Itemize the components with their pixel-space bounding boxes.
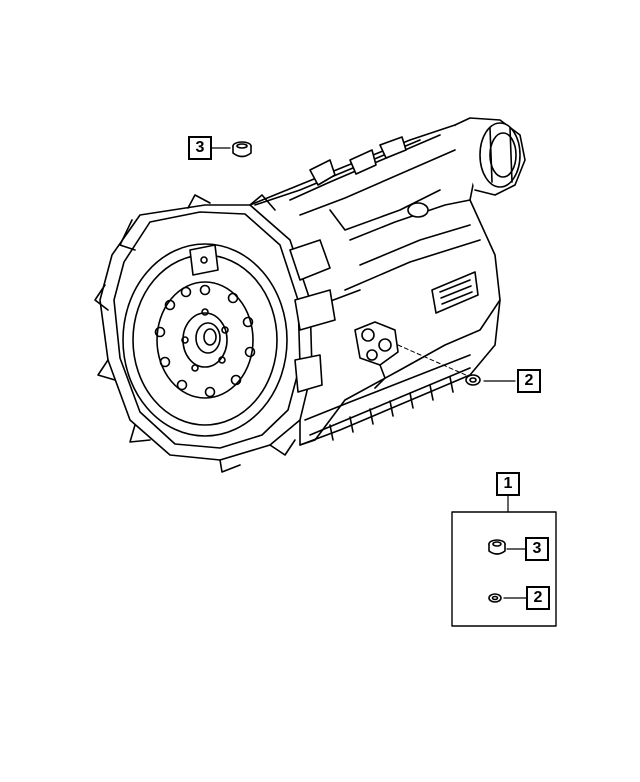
callout-3-top: 3 bbox=[188, 136, 212, 160]
transmission-illustration bbox=[94, 117, 526, 473]
callout-2-kit: 2 bbox=[526, 586, 550, 610]
leader-dashed bbox=[397, 344, 469, 377]
plug-washer-right bbox=[465, 374, 481, 386]
callout-2-right: 2 bbox=[517, 369, 541, 393]
fill-plug-top bbox=[232, 141, 252, 158]
callout-3-kit: 3 bbox=[525, 537, 549, 561]
plug-washer-kit bbox=[488, 593, 502, 603]
fill-plug-kit bbox=[488, 539, 506, 555]
callout-1-kit: 1 bbox=[496, 472, 520, 496]
